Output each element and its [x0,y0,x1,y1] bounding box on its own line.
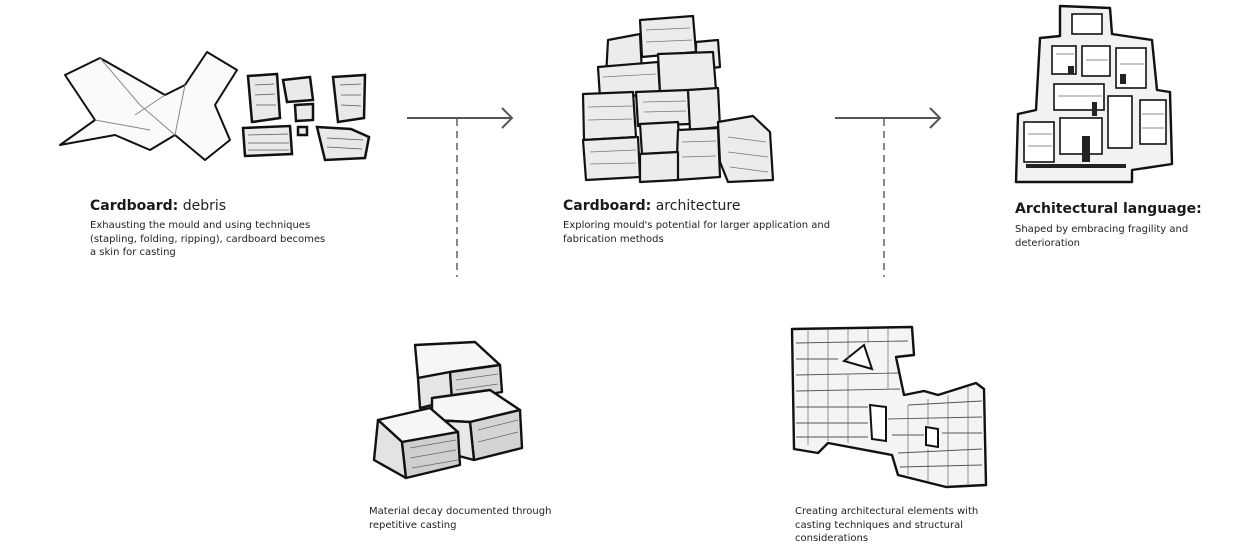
description-line: a skin for casting [90,247,176,258]
brick-wall-illustration [790,325,988,489]
description-line: Exhausting the mould and using technique… [90,220,311,231]
description-line: fabrication methods [563,233,664,245]
description-line: considerations [795,533,869,544]
stage-title-language: Architectural language: [1015,200,1202,218]
description-line: Exploring mould's potential for larger a… [563,220,831,231]
stage-title-bold: Architectural language: [1015,201,1202,217]
description-line: casting techniques and structural [795,519,963,531]
stage-title-bold: Cardboard: [563,198,652,214]
stage-title-debris: Cardboard: debris [90,197,226,215]
description-line: Shaped by embracing fragility and [1015,224,1189,235]
cardboard-debris-illustration [59,51,371,162]
description-line: (stapling, folding, ripping), cardboard … [90,233,326,245]
branch-description-elements: Creating architectural elements with cas… [795,505,978,546]
stage-title-light: debris [182,198,227,214]
branch-description-decay: Material decay documented through repeti… [369,505,551,532]
description-line: repetitive casting [369,519,457,531]
cast-blocks-illustration [372,340,524,480]
stage-title-light: architecture [655,198,741,214]
stage-description-architecture: Exploring mould's potential for larger a… [563,219,830,246]
architectural-language-illustration [1014,4,1174,184]
description-line: Creating architectural elements with [795,506,979,517]
cardboard-architecture-illustration [581,14,775,184]
stage-title-bold: Cardboard: [90,198,179,214]
stage-title-architecture: Cardboard: architecture [563,197,740,215]
stage-description-debris: Exhausting the mould and using technique… [90,219,325,260]
description-line: Material decay documented through [369,506,552,517]
stage-description-language: Shaped by embracing fragility and deteri… [1015,223,1188,250]
description-line: deterioration [1015,237,1080,249]
